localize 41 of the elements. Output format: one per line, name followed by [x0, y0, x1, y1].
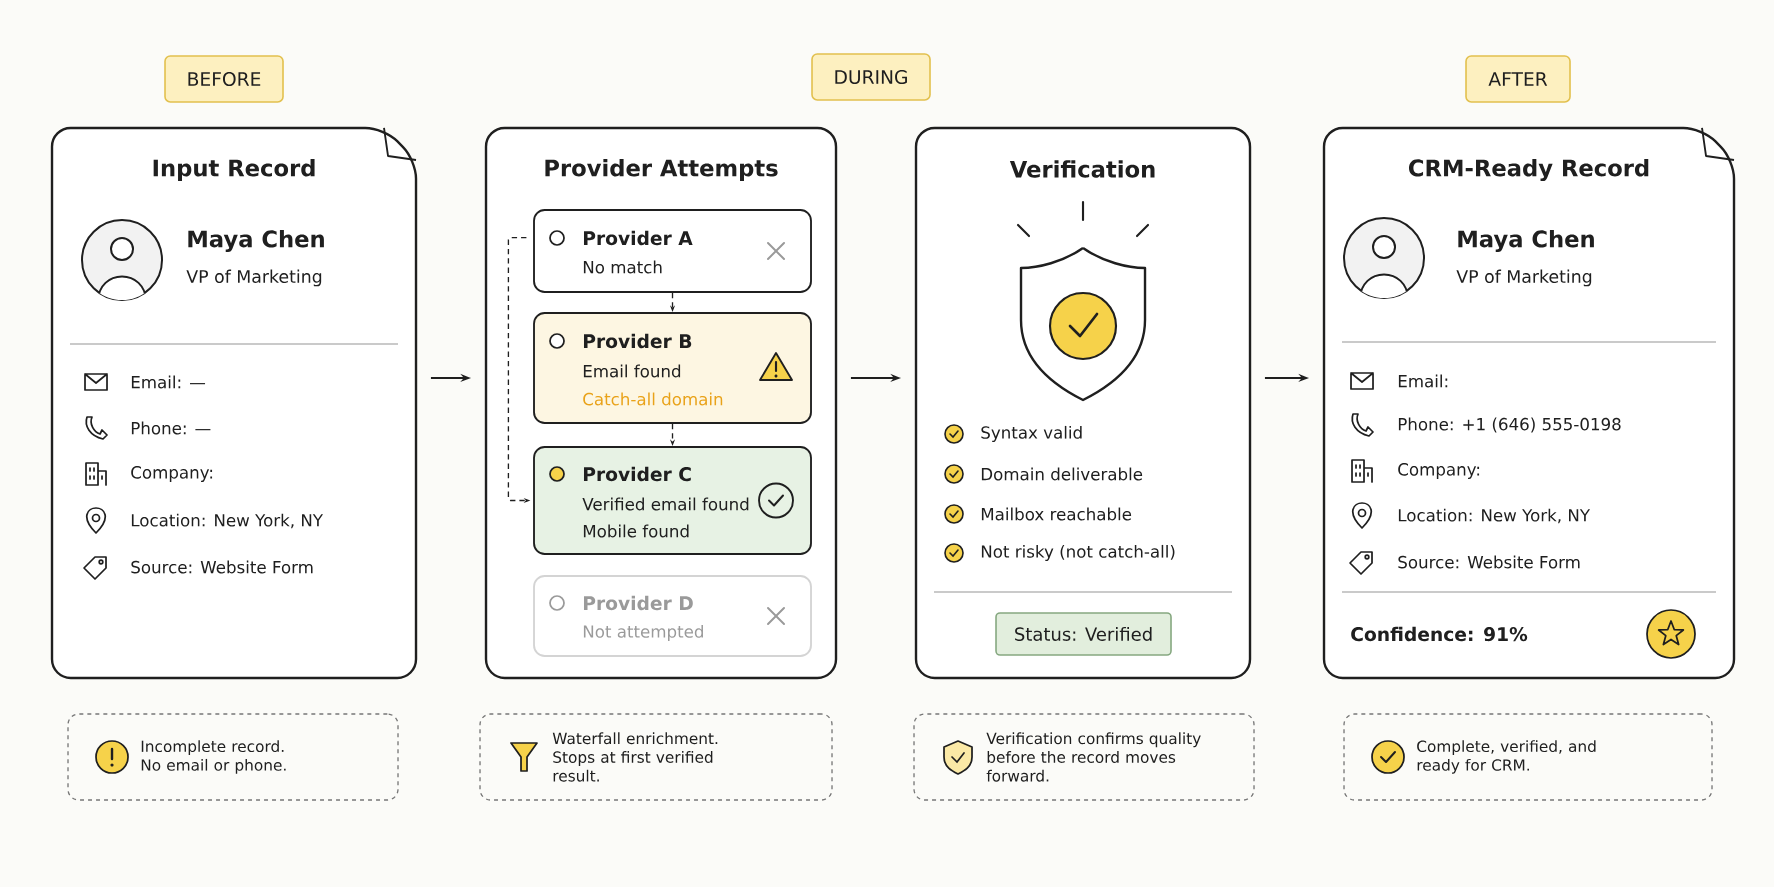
status-badge: Status: Verified [995, 612, 1172, 656]
provider-name: Provider D [584, 595, 693, 611]
checklist-text: Not risky (not catch-all) [981, 544, 1175, 562]
note-text: Incomplete record. No email or phone. [141, 740, 286, 774]
provider-result: Catch-all domain [583, 392, 723, 406]
field-text: Company: [1398, 463, 1480, 479]
note-text: Waterfall enrichment. Stops at first verified result. [552, 732, 718, 782]
provider-result: Email found [583, 364, 681, 378]
job-title: VP of Marketing [186, 269, 322, 287]
field-text: Email: [1398, 374, 1448, 388]
checklist-text: Syntax valid [981, 425, 1082, 443]
field-text: Source: Website Form [1398, 555, 1580, 569]
provider-name: Provider A [584, 230, 693, 246]
card-title: CRM-Ready Record [1409, 158, 1649, 182]
phase-tag: AFTER [1465, 55, 1571, 103]
field-text: Company: [131, 466, 213, 482]
phase-tag: BEFORE [164, 55, 284, 103]
provider-result: Not attempted [583, 624, 703, 642]
provider-name: Provider C [584, 466, 691, 482]
person-name: Maya Chen [188, 229, 324, 253]
card-title: Verification [1009, 160, 1155, 178]
person-name: Maya Chen [1458, 229, 1594, 253]
job-title: VP of Marketing [1456, 269, 1592, 287]
phase-tag: DURING [811, 53, 931, 101]
provider-result: No match [583, 260, 662, 274]
field-text: Email: — [131, 375, 206, 389]
card-title: Input Record [153, 159, 315, 181]
field-text: Location: New York, NY [131, 513, 324, 529]
checklist-text: Domain deliverable [981, 467, 1143, 481]
field-text: Phone: — [131, 421, 211, 435]
provider-result: Mobile found [583, 524, 689, 538]
field-text: Location: New York, NY [1398, 508, 1591, 524]
note-text: Complete, verified, and ready for CRM. [1417, 740, 1596, 774]
field-text: Source: Website Form [131, 560, 313, 574]
card-title: Provider Attempts [545, 159, 778, 181]
provider-name: Provider B [584, 333, 692, 349]
confidence-text: Confidence: 91% [1351, 626, 1528, 642]
note-text: Verification confirms quality before the record moves forward. [986, 732, 1201, 782]
provider-result: Verified email found [582, 497, 749, 511]
checklist-text: Mailbox reachable [981, 507, 1132, 521]
field-text: Phone: +1 (646) 555-0198 [1398, 417, 1621, 433]
